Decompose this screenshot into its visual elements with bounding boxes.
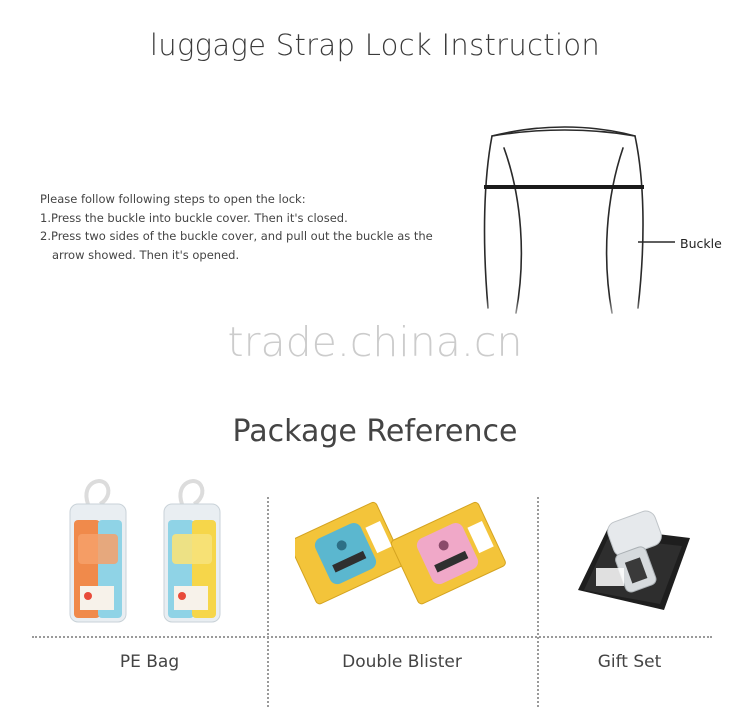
gift-set-lock xyxy=(607,510,662,593)
blister-pack-blue xyxy=(295,501,404,605)
lock-inner-right xyxy=(605,147,624,314)
instruction-intro: Please follow following steps to open th… xyxy=(40,192,306,206)
pe-bag-image xyxy=(69,479,221,623)
buckle-label: Buckle xyxy=(680,236,722,251)
watermark-text: trade.china.cn xyxy=(227,318,523,366)
strap-lock-diagram xyxy=(470,126,685,328)
row-divider xyxy=(32,636,712,638)
package-option-pe-bag: PE Bag xyxy=(119,652,180,672)
column-divider-1 xyxy=(267,497,269,707)
buckle-cover-band xyxy=(484,185,644,189)
package-option-gift-set: Gift Set xyxy=(597,652,662,672)
gift-set-image xyxy=(578,510,690,610)
lock-top-edge xyxy=(491,129,636,137)
lock-inner-left xyxy=(503,147,523,314)
package-title: Package Reference xyxy=(232,414,518,449)
instruction-steps: Please follow following steps to open th… xyxy=(40,190,433,264)
pe-bag-1 xyxy=(69,479,127,623)
package-option-double-blister: Double Blister xyxy=(342,652,462,672)
instruction-step-2: 2.Press two sides of the buckle cover, a… xyxy=(40,229,433,243)
instruction-step-1: 1.Press the buckle into buckle cover. Th… xyxy=(40,210,348,225)
pe-bag-2 xyxy=(163,479,221,623)
blister-pack-pink xyxy=(390,501,506,605)
instruction-step-2-cont: arrow showed. Then it's opened. xyxy=(52,247,240,262)
column-divider-2 xyxy=(537,497,539,707)
page-title: luggage Strap Lock Instruction xyxy=(149,28,601,62)
lock-body-outline xyxy=(483,126,644,309)
double-blister-image xyxy=(295,501,506,605)
